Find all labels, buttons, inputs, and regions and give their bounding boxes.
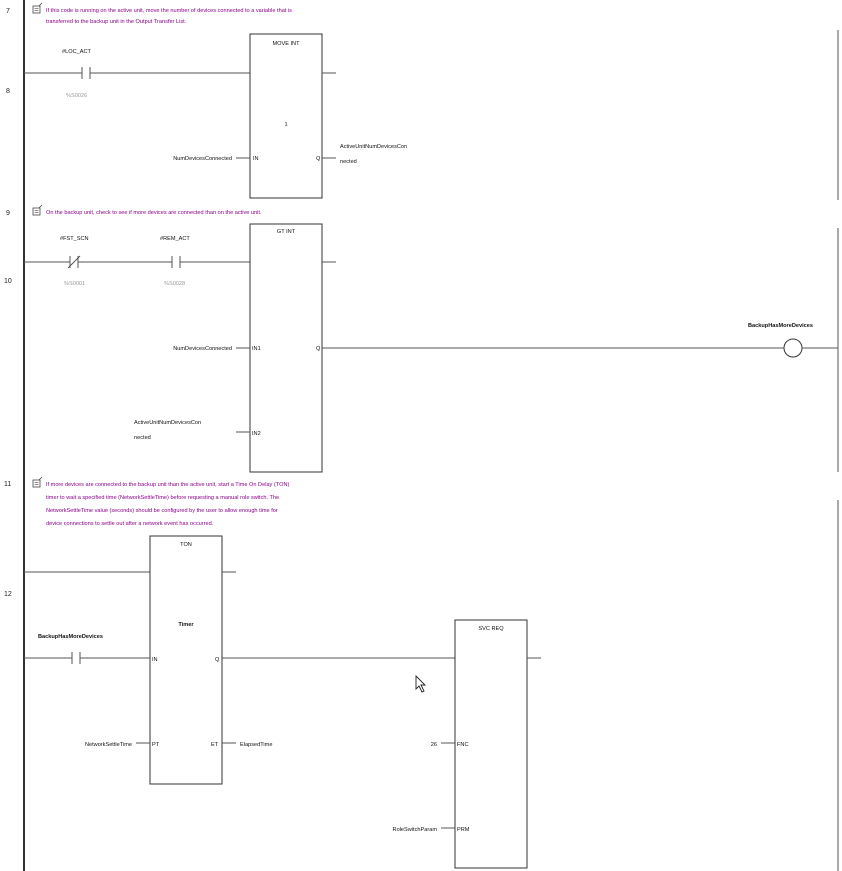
move-out-variable-line-1[interactable]: ActiveUnitNumDevicesCon (340, 144, 407, 150)
ton-in-pin: IN (152, 657, 158, 663)
contact-fst-scn-address: %S0001 (64, 281, 85, 287)
rung-number-10: 10 (4, 278, 12, 285)
gt-int-block[interactable] (249, 223, 323, 473)
svc-req-fnc-pin: FNC (457, 742, 469, 748)
gt-int-in1-pin: IN1 (252, 346, 261, 352)
comment-icon[interactable] (32, 2, 43, 14)
rung-number-11: 11 (4, 481, 11, 488)
svc-req-block-name: SVC REQ (478, 626, 504, 632)
mouse-cursor-icon (415, 674, 427, 693)
gt-int-q-pin: Q (316, 346, 321, 352)
no-contact-backup-has-more-devices[interactable] (71, 652, 81, 664)
contact-fst-scn-label: #FST_SCN (60, 236, 89, 242)
contact-backup-has-more-devices-label: BackupHasMoreDevices (38, 634, 103, 640)
no-contact-rem-act[interactable] (171, 256, 181, 268)
rung-11-comment-line-2: timer to wait a specified time (NetworkS… (46, 495, 279, 501)
rung-number-8: 8 (6, 88, 10, 95)
contact-loc-act-address: %S0026 (66, 93, 87, 99)
ton-q-pin: Q (215, 657, 220, 663)
ton-instance-name[interactable]: Timer (178, 622, 194, 628)
rung-7-comment-line-2: transferred to the backup unit in the Ou… (46, 19, 187, 25)
rung-9-comment: On the backup unit, check to see if more… (46, 210, 262, 216)
gt-in2-variable-line-1[interactable]: ActiveUnitNumDevicesCon (134, 420, 201, 426)
coil-variable-label: BackupHasMoreDevices (748, 323, 813, 329)
move-int-param: 1 (284, 122, 287, 128)
ton-et-variable[interactable]: ElapsedTime (240, 742, 272, 748)
rung-11-comment-line-1: If more devices are connected to the bac… (46, 482, 289, 488)
ton-pt-variable[interactable]: NetworkSettleTime (85, 742, 132, 748)
ton-et-pin: ET (211, 742, 219, 748)
no-contact-loc-act[interactable] (81, 67, 91, 79)
gt-int-in2-pin: IN2 (252, 431, 261, 437)
rung-11-comment-line-4: device connections to settle out after a… (46, 521, 214, 527)
svc-req-prm-pin: PRM (457, 827, 470, 833)
rung-number-9: 9 (6, 210, 10, 217)
move-int-in-pin: IN (253, 156, 259, 162)
move-int-q-pin: Q (316, 156, 321, 162)
rung-number-12: 12 (4, 591, 12, 598)
move-int-block[interactable] (249, 33, 323, 199)
move-in-variable[interactable]: NumDevicesConnected (173, 156, 232, 162)
contact-loc-act-label: #LOC_ACT (62, 49, 91, 55)
rung-number-7: 7 (6, 8, 10, 15)
gt-in1-variable[interactable]: NumDevicesConnected (173, 346, 232, 352)
move-out-variable-line-2: nected (340, 159, 357, 165)
comment-icon[interactable] (32, 204, 43, 216)
contact-rem-act-label: #REM_ACT (160, 236, 190, 242)
ton-block-name: TON (180, 542, 192, 548)
svc-prm-variable[interactable]: RoleSwitchParam (393, 827, 438, 833)
gt-in2-variable-line-2: nected (134, 435, 151, 441)
rung-11-comment-line-3: NetworkSettleTime value (seconds) should… (46, 508, 278, 514)
contact-rem-act-address: %S0028 (164, 281, 185, 287)
svc-fnc-value[interactable]: 26 (431, 742, 437, 748)
comment-icon[interactable] (32, 476, 43, 488)
svc-req-block[interactable] (454, 619, 528, 869)
rung-7-comment-line-1: If this code is running on the active un… (46, 8, 292, 14)
coil-backup-has-more-devices[interactable] (783, 338, 803, 358)
gt-int-block-name: GT INT (277, 229, 296, 235)
ton-timer-block[interactable] (149, 535, 223, 785)
move-int-block-name: MOVE INT (272, 41, 300, 47)
ton-pt-pin: PT (152, 742, 160, 748)
